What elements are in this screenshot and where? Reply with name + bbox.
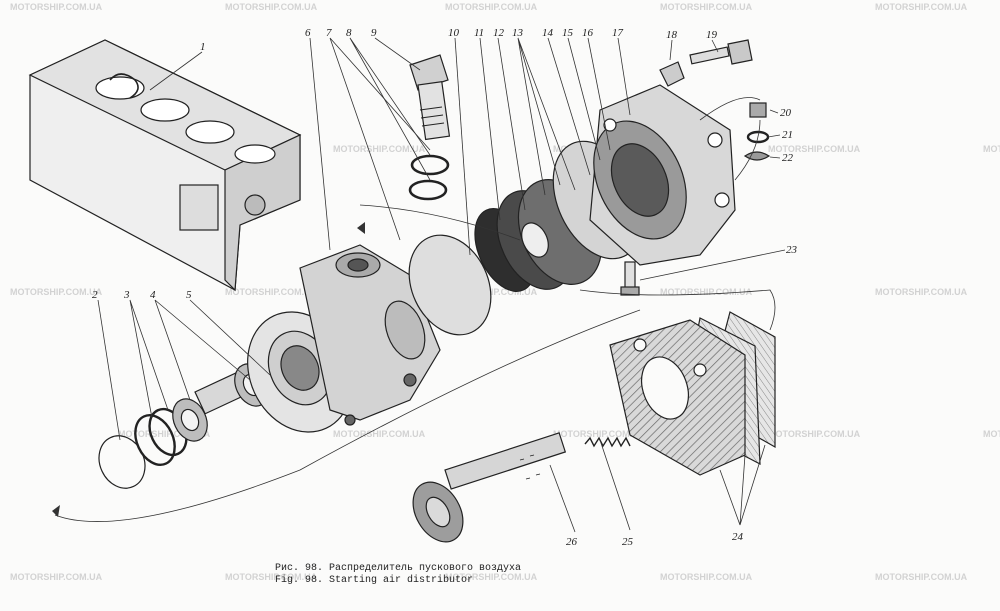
callout-12: 12	[493, 27, 505, 39]
callout-6: 6	[305, 27, 311, 39]
callout-8: 8	[346, 27, 352, 39]
watermark-text: MOTORSHIP.COM.UA	[660, 572, 753, 582]
watermark-text: MOTORSHIP.COM.UA	[10, 572, 103, 582]
watermark-text: MOTORSHIP.COM.UA	[118, 429, 211, 439]
watermark-text: MOTORSHIP.COM.UA	[983, 429, 1000, 439]
watermark-text: MOTORSHIP.COM.UA	[225, 287, 318, 297]
callout-9: 9	[371, 27, 377, 39]
engine-block	[28, 39, 302, 292]
gasket-disc	[408, 234, 492, 336]
callout-15: 15	[562, 27, 574, 39]
bolt-23	[620, 261, 640, 296]
callout-17: 17	[612, 27, 624, 39]
watermark-text: MOTORSHIP.COM.UA	[10, 287, 103, 297]
callout-13: 13	[512, 27, 524, 39]
callout-10: 10	[448, 27, 460, 39]
caption-ru: Рис. 98. Распределитель пускового воздух…	[275, 563, 521, 574]
callout-24: 24	[732, 531, 744, 543]
watermark-text: MOTORSHIP.COM.UA	[553, 429, 646, 439]
small-parts	[659, 39, 771, 161]
callout-26: 26	[566, 536, 578, 548]
leader-lines	[97, 37, 786, 533]
watermark-text: MOTORSHIP.COM.UA	[768, 144, 861, 154]
callout-23: 23	[786, 244, 798, 256]
watermark-text: MOTORSHIP.COM.UA	[875, 572, 968, 582]
callout-20: 20	[780, 107, 792, 119]
watermark-text: MOTORSHIP.COM.UA	[660, 2, 753, 12]
watermark-text: MOTORSHIP.COM.UA	[875, 2, 968, 12]
watermark-text: MOTORSHIP.COM.UA	[768, 429, 861, 439]
watermark-text: MOTORSHIP.COM.UA	[875, 287, 968, 297]
watermark-text: MOTORSHIP.COM.UA	[445, 2, 538, 12]
callout-7: 7	[326, 27, 332, 39]
callout-21: 21	[782, 129, 793, 141]
callout-4: 4	[150, 289, 156, 301]
callout-18: 18	[666, 29, 678, 41]
watermark-text: MOTORSHIP.COM.UA	[10, 2, 103, 12]
bolt-9	[409, 54, 451, 141]
callout-3: 3	[123, 289, 130, 301]
watermark-text: MOTORSHIP.COM.UA	[225, 572, 318, 582]
watermark-text: MOTORSHIP.COM.UA	[333, 429, 426, 439]
watermark-text: MOTORSHIP.COM.UA	[660, 287, 753, 297]
flow-lines	[52, 97, 776, 522]
callout-labels: 1 2 3 4 5 6 7 8 9 10 11 12 13 14 15 16 1…	[92, 27, 798, 548]
plates-24	[609, 311, 776, 476]
callout-14: 14	[542, 27, 554, 39]
callout-16: 16	[582, 27, 594, 39]
watermark-text: MOTORSHIP.COM.UA	[445, 572, 538, 582]
watermark-text: MOTORSHIP.COM.UA	[983, 144, 1000, 154]
cover-17	[589, 84, 736, 266]
seal-rings-8	[408, 154, 450, 201]
distributor-housing	[247, 244, 441, 433]
caption-en: Fig. 98. Starting air distributor	[275, 574, 473, 586]
callout-11: 11	[474, 27, 484, 39]
watermark-text: MOTORSHIP.COM.UA	[333, 144, 426, 154]
callout-19: 19	[706, 29, 718, 41]
callout-1: 1	[200, 41, 206, 53]
shaft-gear-26	[412, 432, 567, 543]
callout-2: 2	[92, 289, 98, 301]
callout-5: 5	[186, 289, 192, 301]
callout-25: 25	[622, 536, 634, 548]
callout-22: 22	[782, 152, 794, 164]
watermark-text: MOTORSHIP.COM.UA	[225, 2, 318, 12]
spring-25	[584, 436, 631, 448]
